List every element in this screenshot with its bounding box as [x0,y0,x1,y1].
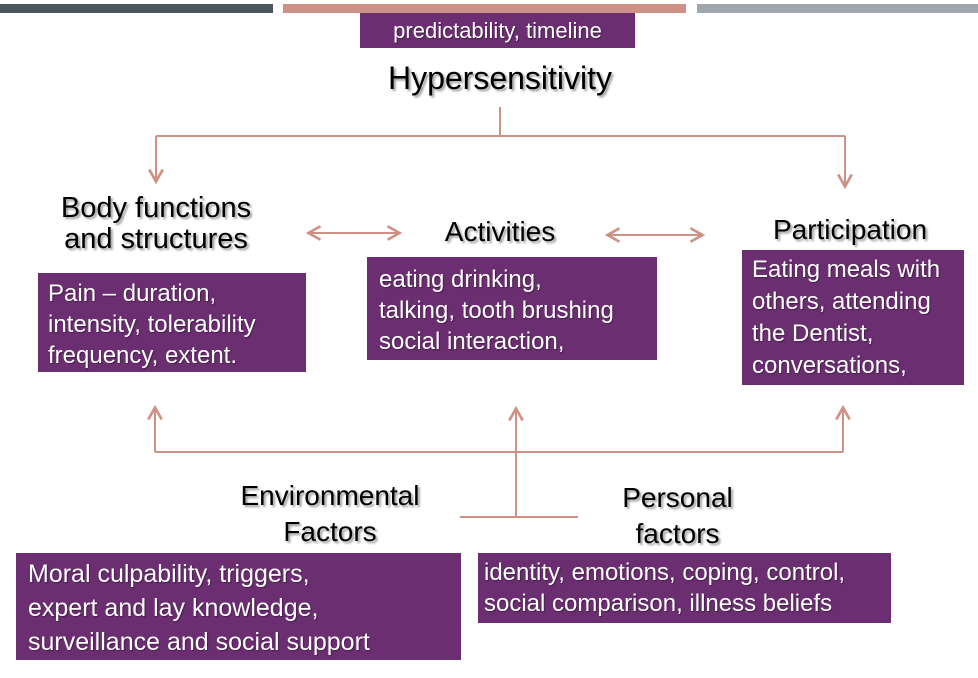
detail-box-body-functions: Pain – duration, intensity, tolerability… [38,273,306,372]
title-hypersensitivity: Hypersensitivity [387,60,613,96]
heading-environmental-factors: Environmental Factors [240,480,420,547]
detail-box-environmental-factors: Moral culpability, triggers, expert and … [16,553,461,660]
top-bar-light-segment [697,4,978,13]
heading-personal-factors: Personal factors [622,482,733,549]
predictability-timeline-box: predictability, timeline [360,13,635,48]
detail-box-participation: Eating meals with others, attending the … [742,250,964,385]
heading-body-functions: Body functions and structures [60,192,252,255]
heading-participation: Participation [772,214,928,245]
detail-box-activities: eating drinking, talking, tooth brushing… [367,257,657,360]
top-bar-dark-segment [0,4,273,13]
top-bar-salmon-segment [283,4,686,13]
heading-activities: Activities [444,216,556,247]
detail-box-personal-factors: identity, emotions, coping, control, soc… [478,553,891,623]
